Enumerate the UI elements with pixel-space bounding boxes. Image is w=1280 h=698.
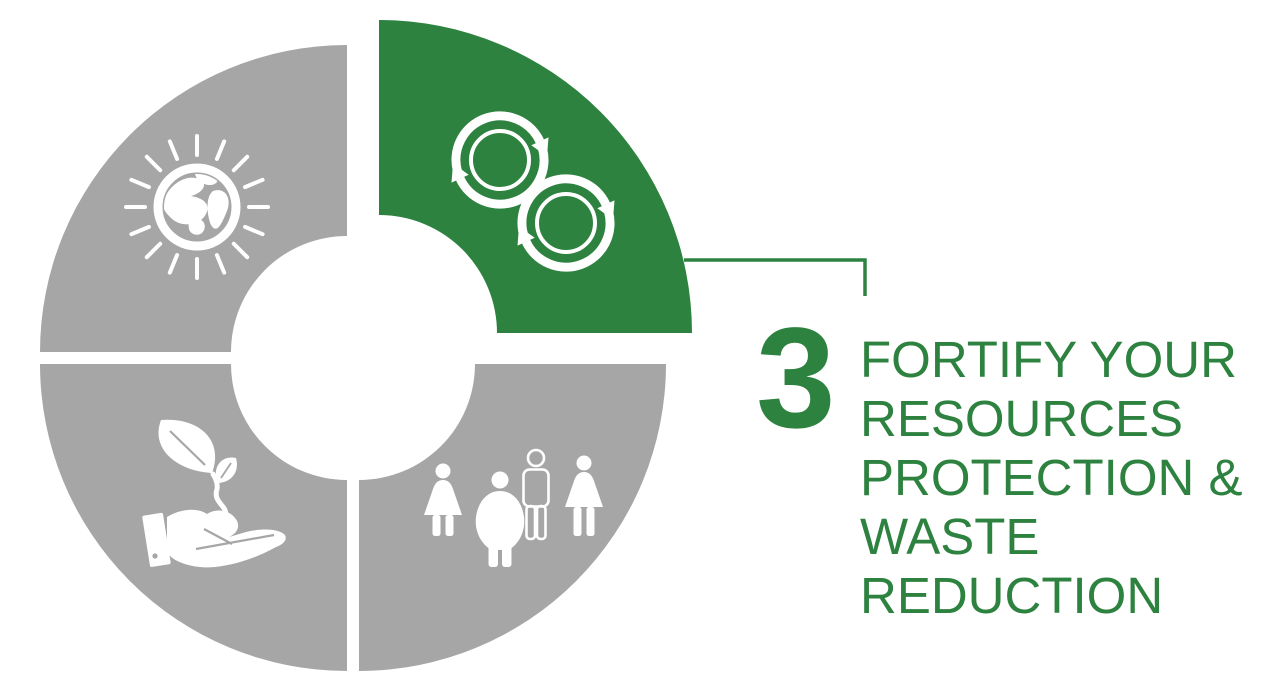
hand-holding-plant-icon [142, 419, 286, 568]
step-number: 3 [756, 299, 836, 458]
callout-title-line: REDUCTION [860, 567, 1164, 624]
person-woman-4 [565, 455, 603, 536]
callout-connector-line [684, 258, 867, 296]
callout-title: FORTIFY YOUR RESOURCES PROTECTION & WAST… [860, 330, 1270, 625]
people-group-icon [424, 448, 603, 567]
callout-title-line: RESOURCES [860, 390, 1184, 447]
person-man-outline-3 [522, 448, 550, 541]
callout-title-line: WASTE [860, 508, 1040, 565]
sun-earth-icon [124, 134, 270, 280]
person-large-2 [475, 471, 525, 567]
recycle-cycles-icon [451, 111, 615, 272]
callout-title-line: PROTECTION & [860, 449, 1243, 506]
segment-top-right-highlighted [379, 20, 692, 333]
person-woman-1 [424, 463, 462, 536]
callout-title-line: FORTIFY YOUR [860, 331, 1237, 388]
